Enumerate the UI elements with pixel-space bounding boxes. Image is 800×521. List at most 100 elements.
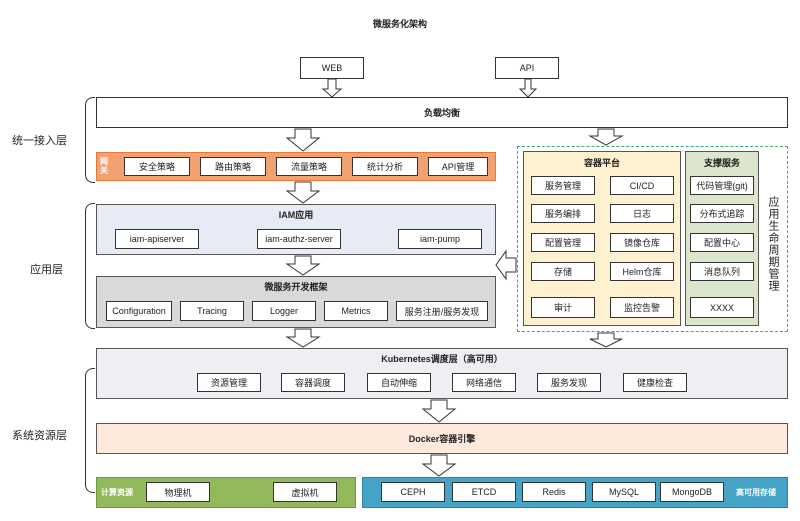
- k8s-item-text: 服务发现: [550, 378, 587, 388]
- compute-item-text: 物理机: [164, 487, 192, 498]
- access-layer-bracket: [85, 97, 95, 183]
- platform-item-text: Helm仓库: [622, 267, 662, 277]
- gateway-item-text: API管理: [441, 162, 475, 172]
- page-title: 微服务化架构: [372, 19, 427, 29]
- k8s-item-text: 健康检查: [636, 378, 673, 388]
- k8s-item-text: 容器调度: [294, 378, 331, 388]
- platform-item-text: 日志: [632, 209, 651, 219]
- framework-item-text: Logger: [269, 306, 299, 316]
- platform-item-monitoring: 监控告警: [610, 297, 674, 318]
- arrow-lb-to-gateway: [285, 128, 321, 152]
- gateway-item-text: 流量策略: [290, 162, 327, 172]
- support-item-mq: 消息队列: [690, 262, 754, 281]
- arrow-k8s-to-docker: [421, 399, 457, 423]
- platform-item-text: 监控告警: [623, 303, 660, 313]
- k8s-item-scheduling: 容器调度: [281, 373, 345, 392]
- gateway-item-routing: 路由策略: [200, 157, 266, 176]
- load-balancer-label: 负载均衡: [423, 108, 460, 118]
- web-entry-label: WEB: [321, 63, 343, 73]
- support-item-text: 代码管理(git): [696, 181, 748, 191]
- k8s-item-networking: 网络通信: [452, 373, 516, 392]
- compute-item-physical: 物理机: [146, 482, 210, 502]
- iam-item-text: iam-authz-server: [265, 234, 333, 244]
- app-layer-bracket: [85, 203, 95, 329]
- arrow-platform-to-app: [495, 249, 517, 281]
- api-entry-label: API: [519, 63, 535, 73]
- gateway-item-stats: 统计分析: [352, 157, 418, 176]
- iam-item-text: iam-pump: [419, 234, 460, 244]
- platform-item-text: 服务编排: [544, 209, 581, 219]
- framework-item-metrics: Metrics: [324, 301, 388, 321]
- gateway-item-text: 统计分析: [366, 162, 403, 172]
- framework-item-text: Configuration: [112, 306, 166, 316]
- k8s-item-health-check: 健康检查: [623, 373, 687, 392]
- support-item-text: 分布式追踪: [699, 209, 745, 219]
- framework-item-text: 服务注册/服务发现: [404, 306, 480, 317]
- platform-item-helm-repo: Helm仓库: [610, 262, 674, 281]
- framework-item-logger: Logger: [252, 301, 316, 321]
- iam-item-text: iam-apiserver: [129, 234, 185, 244]
- arrow-platform-to-k8s: [589, 332, 623, 348]
- iam-title: IAM应用: [278, 210, 314, 220]
- framework-item-text: Metrics: [341, 306, 371, 316]
- arrow-web-to-lb: [321, 78, 343, 98]
- framework-item-registry: 服务注册/服务发现: [396, 301, 488, 321]
- storage-item-text: MongoDB: [671, 487, 713, 497]
- k8s-item-text: 自动伸缩: [380, 378, 417, 388]
- arrow-framework-to-k8s: [285, 328, 321, 348]
- support-item-text: 消息队列: [703, 267, 740, 277]
- platform-item-config-mgmt: 配置管理: [531, 233, 595, 252]
- framework-item-text: Tracing: [197, 306, 227, 316]
- platform-item-text: 审计: [553, 303, 572, 313]
- gateway-label: 网关: [100, 157, 108, 175]
- arrow-lb-to-platform: [588, 128, 624, 146]
- framework-title: 微服务开发框架: [264, 282, 328, 292]
- k8s-item-service-discovery: 服务发现: [537, 373, 601, 392]
- system-layer-bracket: [85, 368, 95, 493]
- load-balancer-box: 负载均衡: [96, 97, 788, 128]
- storage-item-text: Redis: [542, 487, 566, 497]
- platform-item-text: 存储: [553, 267, 572, 277]
- storage-item-etcd: ETCD: [452, 482, 516, 502]
- iam-pump-box: iam-pump: [398, 229, 482, 249]
- gateway-item-security: 安全策略: [124, 157, 190, 176]
- access-layer-label: 统一接入层: [12, 135, 67, 147]
- gateway-item-traffic: 流量策略: [276, 157, 342, 176]
- lifecycle-region: [517, 146, 788, 332]
- support-services-title: 支撑服务: [703, 158, 740, 168]
- support-item-xxxx: XXXX: [690, 297, 754, 318]
- platform-item-text: 镜像仓库: [623, 238, 660, 248]
- k8s-item-text: 资源管理: [210, 378, 247, 388]
- container-platform-title: 容器平台: [583, 158, 620, 168]
- support-item-text: XXXX: [709, 302, 734, 313]
- gateway-item-text: 路由策略: [214, 162, 251, 172]
- k8s-item-resource-mgmt: 资源管理: [197, 373, 261, 392]
- ha-storage-label: 高可用存储: [736, 488, 776, 497]
- arrow-api-to-lb: [518, 78, 538, 98]
- support-item-text: 配置中心: [703, 238, 740, 248]
- lifecycle-label: 应用生命周期管理: [767, 196, 779, 292]
- compute-item-text: 虚拟机: [291, 487, 319, 498]
- storage-item-mongodb: MongoDB: [660, 482, 724, 502]
- gateway-item-api-mgmt: API管理: [428, 157, 488, 176]
- platform-item-storage: 存储: [531, 262, 595, 281]
- support-item-config-center: 配置中心: [690, 233, 754, 252]
- storage-item-text: ETCD: [471, 487, 497, 497]
- platform-item-logs: 日志: [610, 204, 674, 223]
- gateway-item-text: 安全策略: [138, 162, 175, 172]
- docker-engine-label: Docker容器引擎: [408, 434, 476, 444]
- storage-item-redis: Redis: [522, 482, 586, 502]
- platform-item-orchestration: 服务编排: [531, 204, 595, 223]
- arrow-gateway-to-iam: [285, 181, 321, 204]
- platform-item-service-mgmt: 服务管理: [531, 176, 595, 195]
- k8s-item-autoscaling: 自动伸缩: [367, 373, 431, 392]
- support-item-tracing: 分布式追踪: [690, 204, 754, 223]
- platform-item-text: CI/CD: [629, 180, 655, 191]
- k8s-title: Kubernetes调度层（高可用）: [381, 354, 503, 364]
- platform-item-text: 服务管理: [544, 181, 581, 191]
- iam-apiserver-box: iam-apiserver: [115, 229, 199, 249]
- storage-item-text: MySQL: [608, 487, 639, 497]
- platform-item-image-registry: 镜像仓库: [610, 233, 674, 252]
- framework-item-configuration: Configuration: [106, 301, 172, 321]
- platform-item-cicd: CI/CD: [610, 176, 674, 195]
